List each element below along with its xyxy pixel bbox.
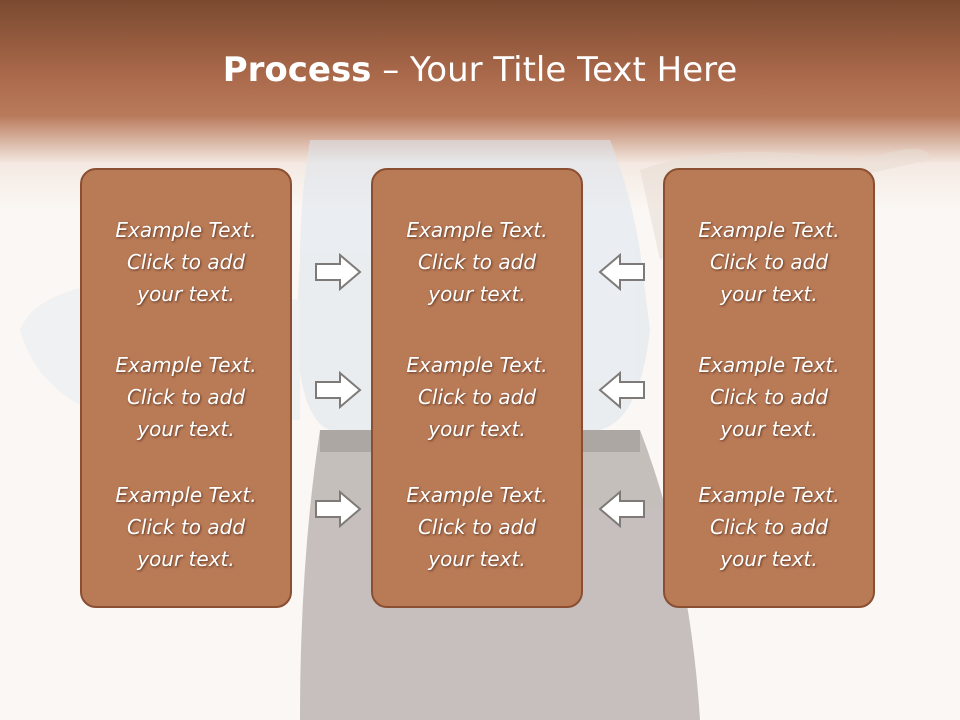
text-line: Example Text. [406,218,548,242]
title-strong: Process [222,50,372,90]
slide-title[interactable]: Process – Your Title Text Here [0,50,960,90]
text-line: Click to add [709,515,829,539]
text-placeholder[interactable]: Example Text. Click to add your text. [82,214,290,310]
text-placeholder[interactable]: Example Text. Click to add your text. [665,349,873,445]
text-line: your text. [137,547,235,571]
text-line: Click to add [126,250,246,274]
text-placeholder[interactable]: Example Text. Click to add your text. [665,214,873,310]
text-line: Example Text. [115,483,257,507]
text-line: Click to add [126,385,246,409]
text-line: Example Text. [406,353,548,377]
text-line: your text. [428,547,526,571]
text-line: Example Text. [698,483,840,507]
text-line: Example Text. [115,218,257,242]
text-placeholder[interactable]: Example Text. Click to add your text. [82,349,290,445]
arrow-right-icon [315,371,362,409]
title-rest: – Your Title Text Here [371,50,738,90]
text-line: Example Text. [406,483,548,507]
text-placeholder[interactable]: Example Text. Click to add your text. [373,214,581,310]
text-line: Click to add [417,250,537,274]
text-placeholder[interactable]: Example Text. Click to add your text. [665,479,873,575]
text-placeholder[interactable]: Example Text. Click to add your text. [82,479,290,575]
arrow-right-icon [315,253,362,291]
arrow-left-icon [598,253,645,291]
process-column-right[interactable]: Example Text. Click to add your text. Ex… [663,168,875,608]
text-line: your text. [428,417,526,441]
text-line: your text. [137,417,235,441]
text-line: Click to add [709,385,829,409]
text-line: your text. [720,417,818,441]
text-line: Click to add [709,250,829,274]
text-line: your text. [720,547,818,571]
text-line: Example Text. [698,353,840,377]
text-line: Click to add [126,515,246,539]
text-line: Click to add [417,515,537,539]
text-placeholder[interactable]: Example Text. Click to add your text. [373,349,581,445]
process-column-center[interactable]: Example Text. Click to add your text. Ex… [371,168,583,608]
text-line: your text. [720,282,818,306]
text-line: Example Text. [698,218,840,242]
process-column-left[interactable]: Example Text. Click to add your text. Ex… [80,168,292,608]
text-line: Click to add [417,385,537,409]
text-line: your text. [137,282,235,306]
text-line: your text. [428,282,526,306]
arrow-left-icon [598,490,645,528]
text-placeholder[interactable]: Example Text. Click to add your text. [373,479,581,575]
text-line: Example Text. [115,353,257,377]
arrow-left-icon [598,371,645,409]
arrow-right-icon [315,490,362,528]
